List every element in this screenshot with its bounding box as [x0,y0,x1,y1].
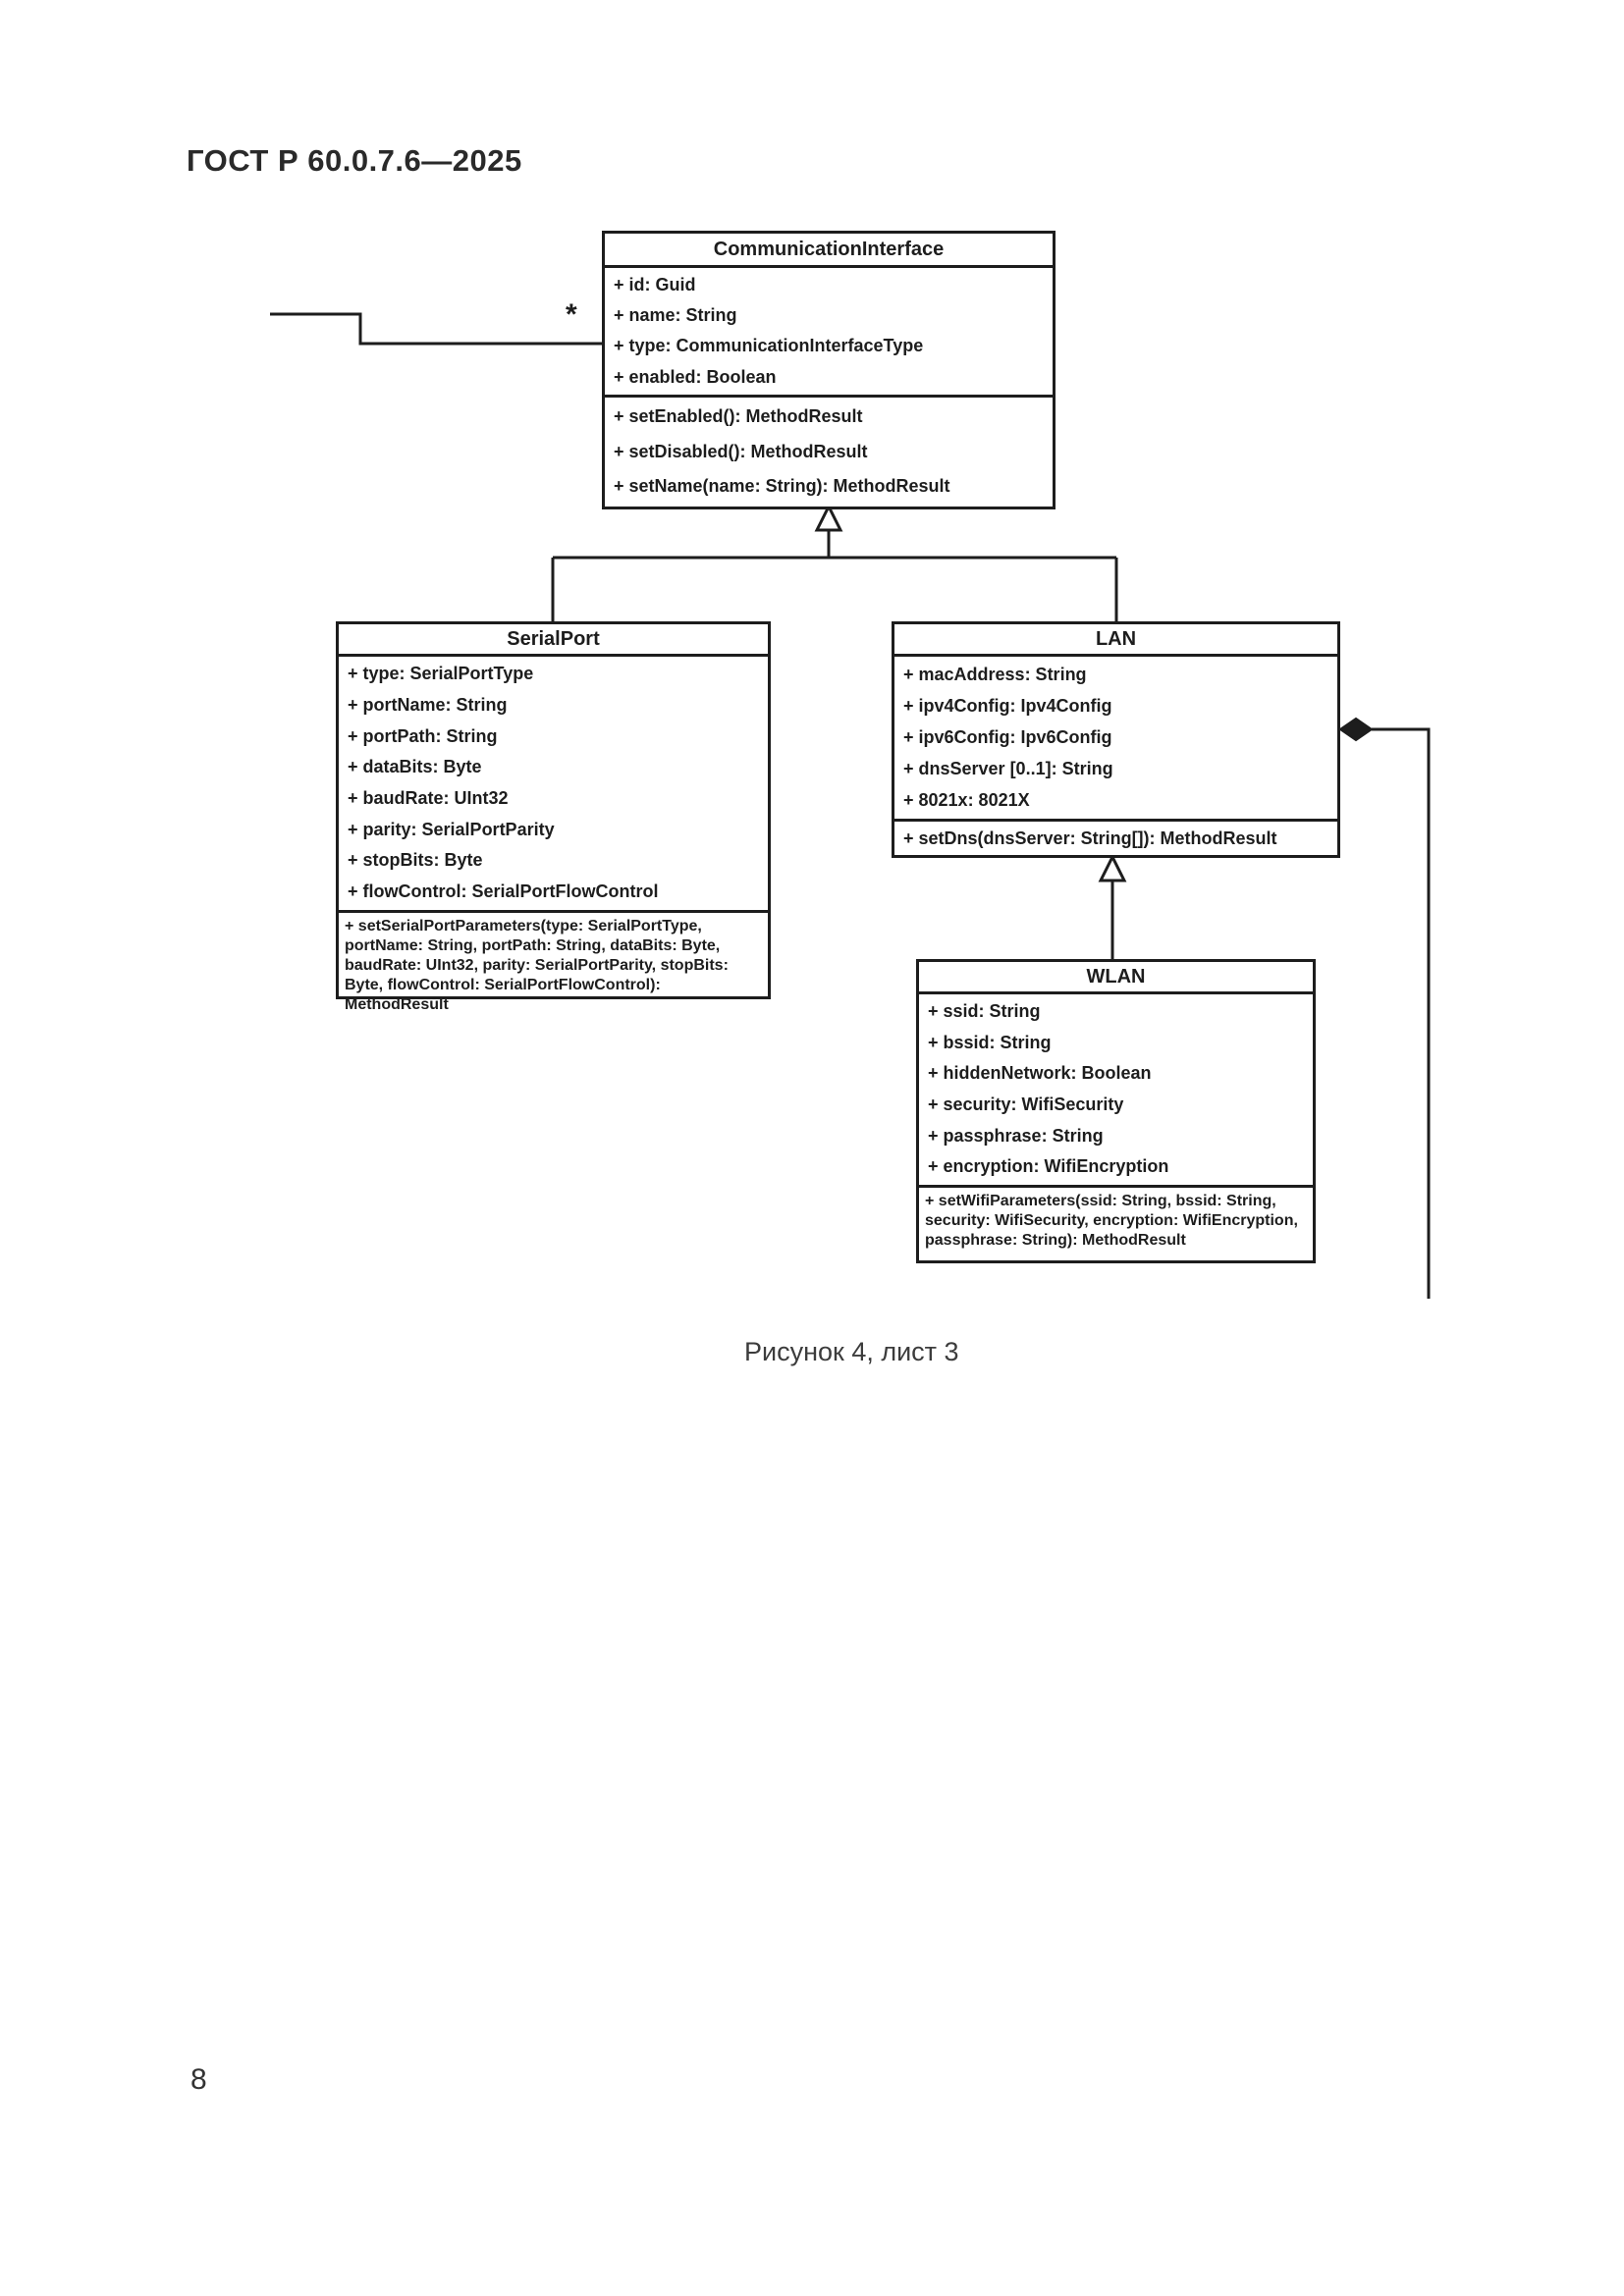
attribute-row: + portPath: String [348,725,498,746]
attribute-row: + type: SerialPortType [348,664,534,684]
attribute-row: + hiddenNetwork: Boolean [928,1063,1152,1084]
class-attributes: + id: Guid + name: String + type: Commun… [605,268,1053,398]
attribute-row: + macAddress: String [903,664,1087,684]
class-attributes: + ssid: String + bssid: String + hiddenN… [919,994,1313,1188]
attribute-row: + ipv4Config: Ipv4Config [903,695,1112,716]
composition-connector-line [1372,727,1431,1299]
class-methods: + setDns(dnsServer: String[]): MethodRes… [894,822,1337,855]
class-title: LAN [894,624,1337,657]
class-title: CommunicationInterface [605,234,1053,268]
attribute-row: + ipv6Config: Ipv6Config [903,726,1112,747]
page-number: 8 [190,2063,207,2096]
association-multiplicity-label: * [566,298,577,331]
attribute-row: + type: CommunicationInterfaceType [614,336,924,356]
class-title: WLAN [919,962,1313,994]
attribute-row: + bssid: String [928,1032,1052,1052]
attribute-row: + enabled: Boolean [614,366,777,387]
attribute-row: + ssid: String [928,1001,1041,1022]
attribute-row: + dnsServer [0..1]: String [903,759,1113,779]
class-attributes: + macAddress: String + ipv4Config: Ipv4C… [894,657,1337,822]
association-connector-line [270,312,602,346]
class-attributes: + type: SerialPortType + portName: Strin… [339,657,768,913]
attribute-row: + flowControl: SerialPortFlowControl [348,881,659,902]
uml-class-lan: LAN + macAddress: String + ipv4Config: I… [892,621,1340,858]
generalization-arrow-icon [814,503,843,532]
method-row: + setEnabled(): MethodResult [614,406,863,427]
attribute-row: + encryption: WifiEncryption [928,1156,1169,1177]
attribute-row: + baudRate: UInt32 [348,788,509,809]
attribute-row: + parity: SerialPortParity [348,819,555,839]
class-title: SerialPort [339,624,768,657]
attribute-row: + portName: String [348,695,508,716]
composition-diamond-icon [1338,717,1374,742]
method-row: + setDns(dnsServer: String[]): MethodRes… [903,828,1277,848]
attribute-row: + 8021x: 8021X [903,790,1030,811]
method-row: + setSerialPortParameters(type: SerialPo… [345,918,729,1013]
attribute-row: + id: Guid [614,275,696,295]
class-methods: + setEnabled(): MethodResult + setDisabl… [605,398,1053,507]
class-methods: + setSerialPortParameters(type: SerialPo… [339,913,768,1013]
attribute-row: + passphrase: String [928,1125,1104,1146]
uml-class-wlan: WLAN + ssid: String + bssid: String + hi… [916,959,1316,1263]
attribute-row: + security: WifiSecurity [928,1095,1124,1115]
attribute-row: + dataBits: Byte [348,757,482,777]
generalization-arrow-icon [1098,853,1127,882]
uml-class-communication-interface: CommunicationInterface + id: Guid + name… [602,231,1056,509]
uml-class-serialport: SerialPort + type: SerialPortType + port… [336,621,771,1013]
attribute-row: + name: String [614,305,737,326]
figure-caption: Рисунок 4, лист 3 [744,1337,959,1366]
attribute-row: + stopBits: Byte [348,850,483,871]
class-methods: + setWifiParameters(ssid: String, bssid:… [919,1188,1313,1260]
method-row: + setName(name: String): MethodResult [614,476,950,497]
method-row: + setWifiParameters(ssid: String, bssid:… [925,1193,1298,1249]
generalization-connector-line [551,530,1118,621]
method-row: + setDisabled(): MethodResult [614,441,868,461]
document-header: ГОСТ Р 60.0.7.6—2025 [187,143,522,178]
